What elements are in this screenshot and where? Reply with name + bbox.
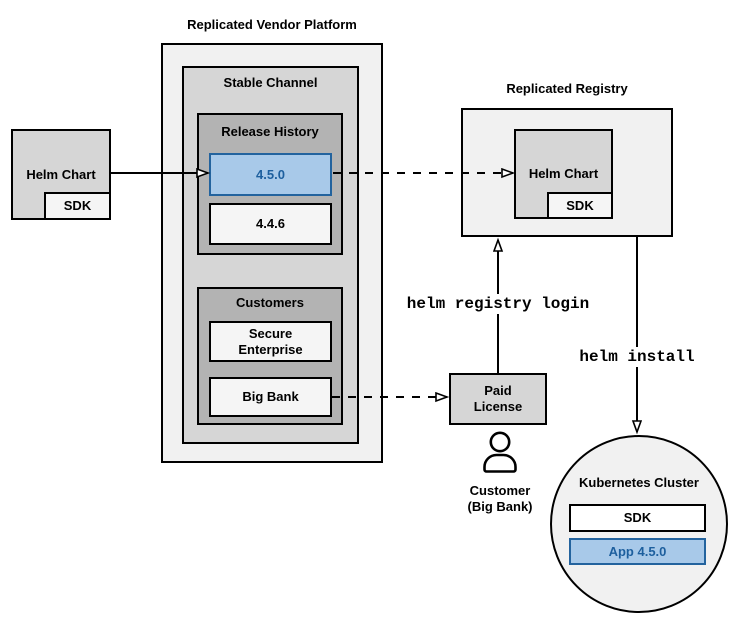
- customers-title: Customers: [236, 295, 304, 310]
- source-sdk-box: SDK: [44, 192, 111, 220]
- stable-channel-title: Stable Channel: [223, 75, 318, 90]
- kubernetes-app-label: App 4.5.0: [608, 543, 667, 559]
- registry-sdk-box: SDK: [547, 192, 613, 219]
- customer-secure-enterprise-label: Secure Enterprise: [238, 325, 303, 357]
- customer-big-bank-box: Big Bank: [209, 377, 332, 417]
- release-446-label: 4.4.6: [256, 216, 285, 231]
- command-registry-login: helm registry login: [388, 294, 608, 314]
- person-icon: [483, 431, 517, 473]
- release-446-box: 4.4.6: [209, 203, 332, 245]
- release-450-box: 4.5.0: [209, 153, 332, 196]
- customer-big-bank-label: Big Bank: [242, 389, 299, 404]
- customer-company-label: (Big Bank): [467, 499, 533, 514]
- kubernetes-cluster-title: Kubernetes Cluster: [579, 475, 699, 490]
- customer-secure-enterprise-box: Secure Enterprise: [209, 321, 332, 362]
- source-sdk-label: SDK: [63, 198, 92, 213]
- kubernetes-sdk-label: SDK: [623, 510, 652, 525]
- customer-name-label: Customer: [469, 483, 531, 498]
- command-helm-install: helm install: [552, 347, 722, 367]
- source-helm-chart-label: Helm Chart: [26, 166, 96, 182]
- release-450-label: 4.5.0: [256, 166, 285, 182]
- registry-helm-chart-label: Helm Chart: [528, 166, 599, 181]
- registry-title: Replicated Registry: [506, 81, 628, 96]
- registry-sdk-label: SDK: [566, 197, 594, 213]
- vendor-platform-title: Replicated Vendor Platform: [187, 17, 357, 32]
- kubernetes-app-box: App 4.5.0: [569, 538, 706, 565]
- paid-license-label: Paid License: [473, 383, 523, 414]
- kubernetes-sdk-box: SDK: [569, 504, 706, 532]
- paid-license-box: Paid License: [449, 373, 547, 425]
- release-history-title: Release History: [221, 124, 319, 139]
